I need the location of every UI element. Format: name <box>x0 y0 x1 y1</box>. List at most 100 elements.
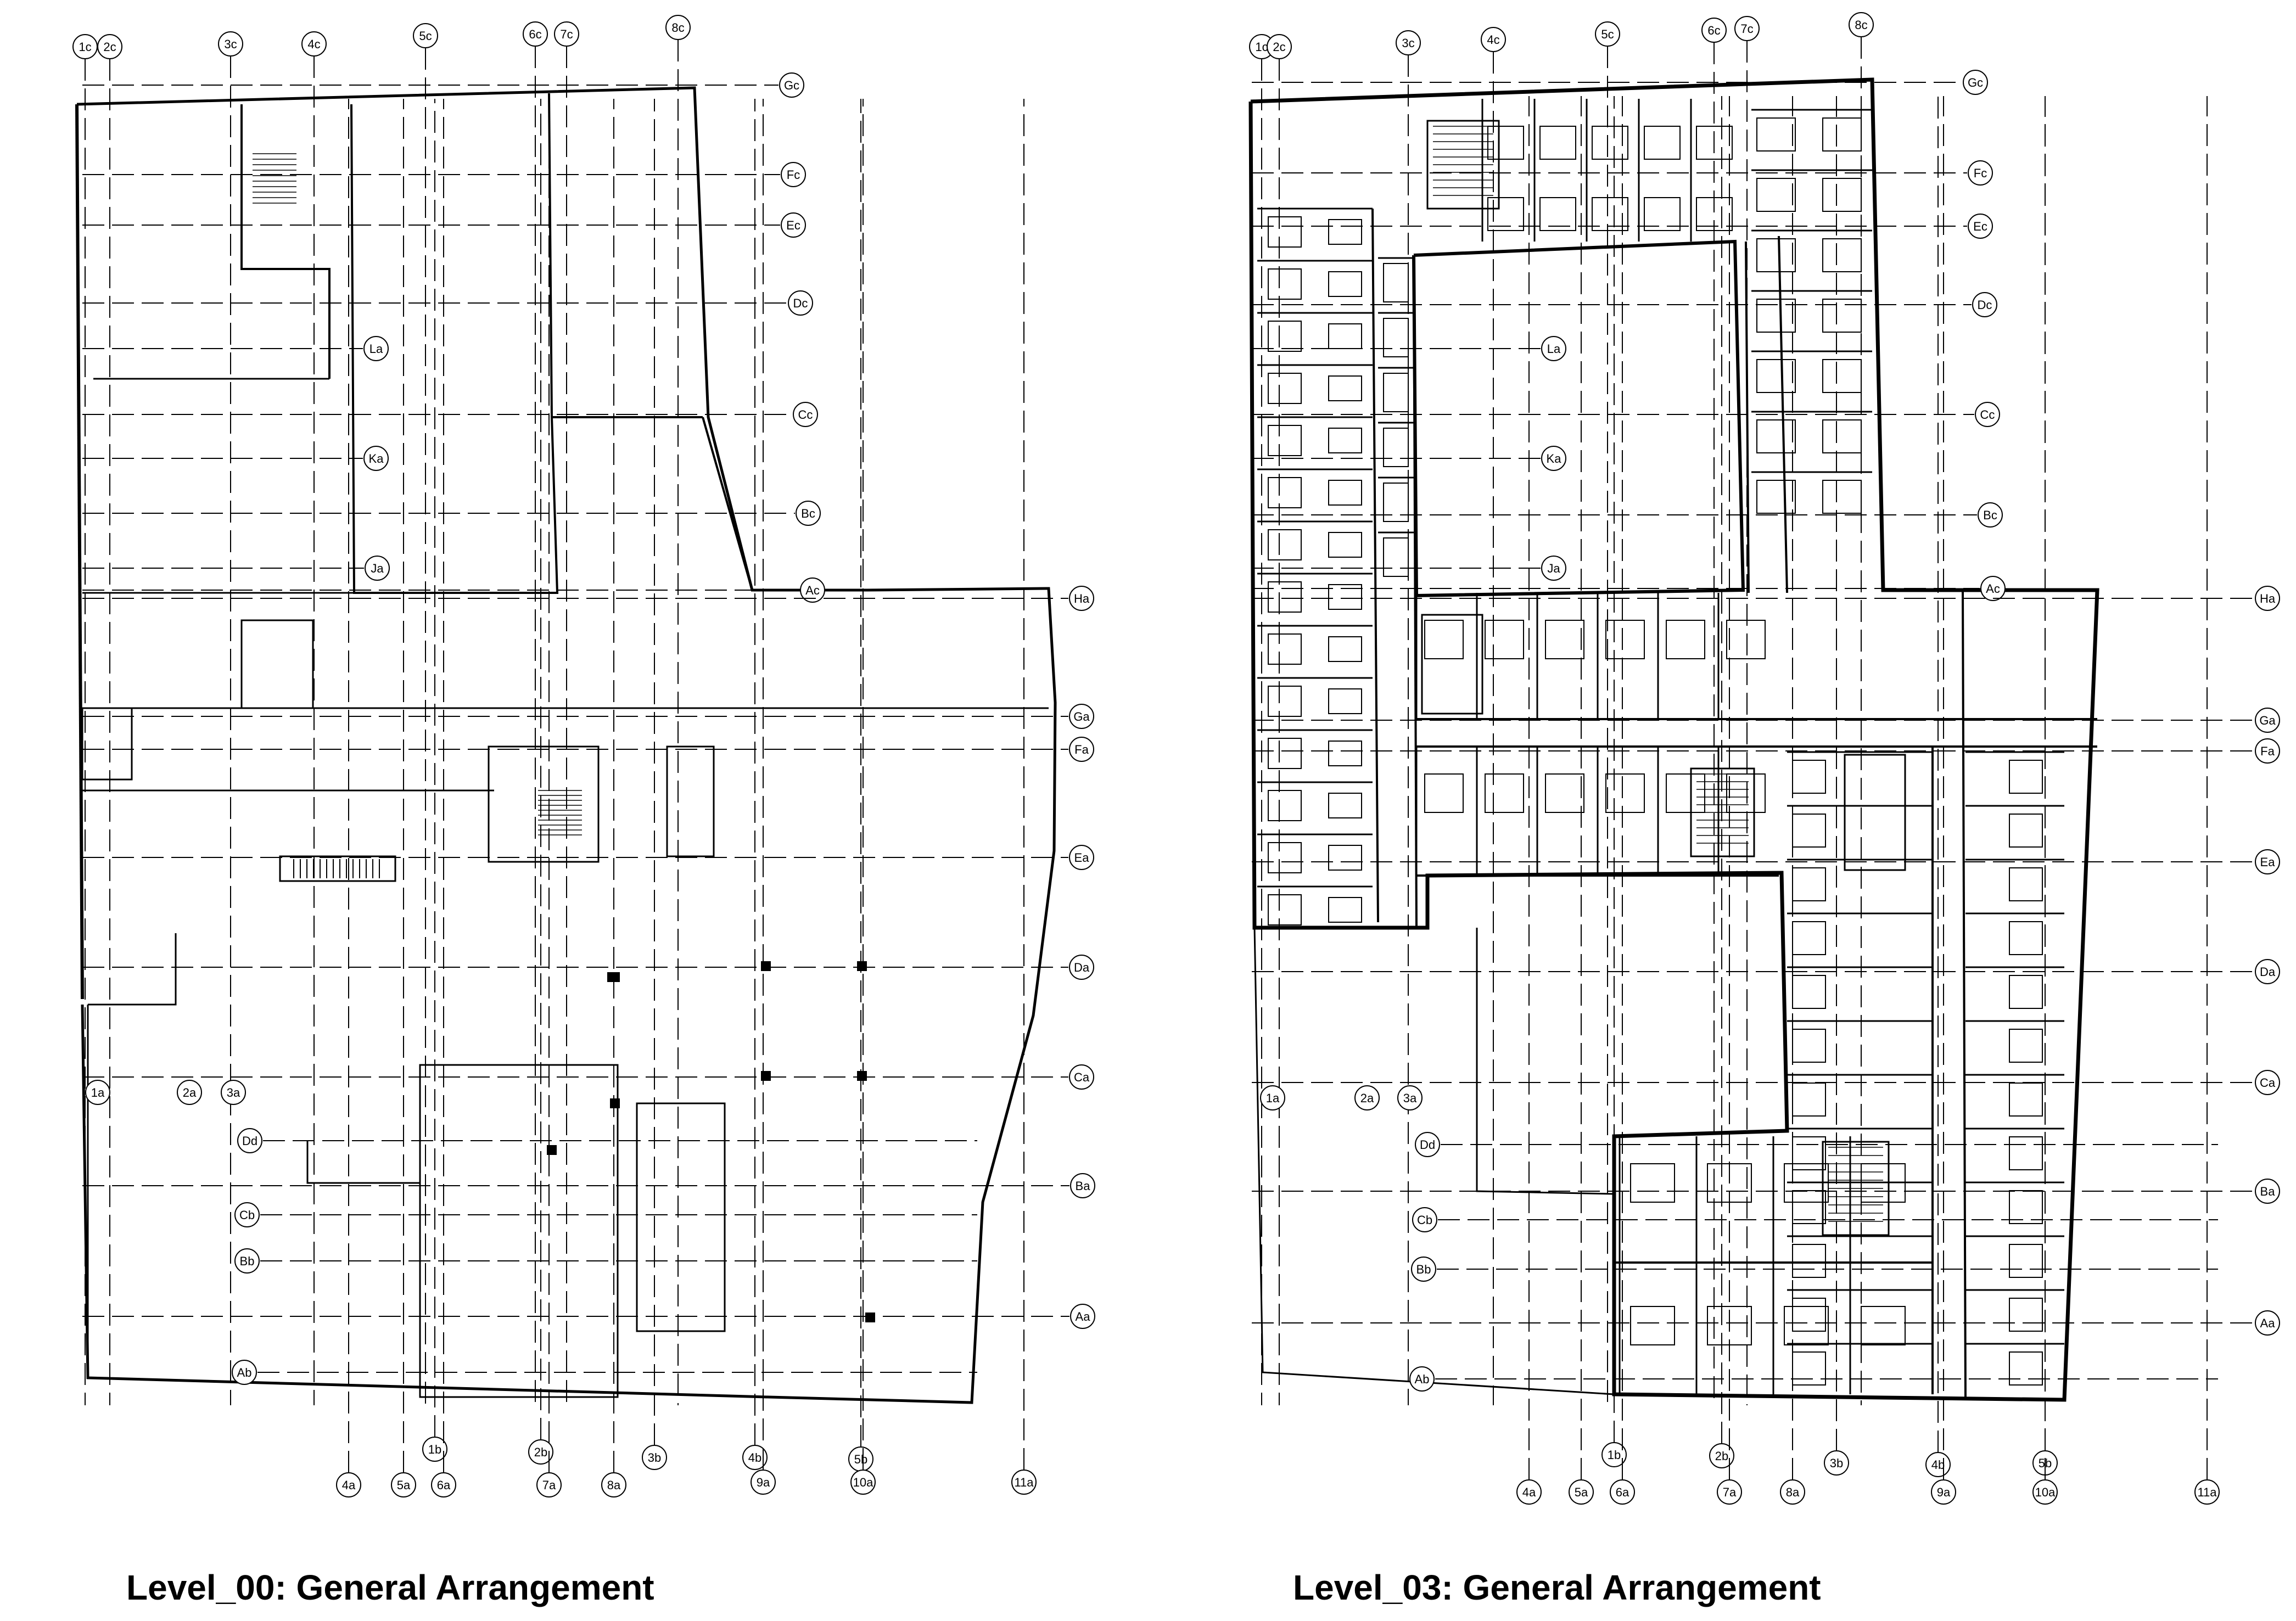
grid-label: Fa <box>2260 744 2275 758</box>
level-03-title: Level_03: General Arrangement <box>1293 1568 1821 1607</box>
grid-bubble-1b <box>1601 1442 1627 1467</box>
grid-label: Dd <box>1420 1138 1435 1152</box>
grid-bubble-gc <box>1963 70 1988 95</box>
grid-bubble-ga <box>2255 708 2280 733</box>
grid-label: Dc <box>1978 298 1992 312</box>
grid-label: 5c <box>1601 27 1614 41</box>
grid-label: Cc <box>798 408 813 422</box>
grid-bubble-cc <box>793 402 818 427</box>
grid-label: Ka <box>1547 452 1562 465</box>
grid-label: Ja <box>371 562 384 575</box>
grid-bubble-1a <box>1260 1085 1285 1110</box>
grid-label: Ha <box>2260 592 2276 605</box>
grid-label: Cb <box>239 1208 255 1222</box>
grid-bubble-ab <box>1409 1366 1435 1392</box>
grid-bubble-dc <box>1972 292 1997 317</box>
grid-label: 3a <box>227 1086 240 1100</box>
grid-bubble-3a <box>221 1080 246 1105</box>
grid-label: 4a <box>342 1478 356 1492</box>
grid-bubble-ea <box>1069 845 1094 870</box>
grid-bubble-3a <box>1397 1085 1423 1110</box>
grid-label: Ab <box>237 1366 252 1379</box>
grid-bubble-6c <box>1701 18 1727 43</box>
grid-bubble-gc <box>779 72 804 98</box>
grid-bubble-ac <box>1980 576 2006 601</box>
grid-bubble-7c <box>1734 16 1760 41</box>
grid-bubble-6c <box>523 21 548 47</box>
grid-bubble-cc <box>1975 402 2000 427</box>
grid-bubble-bb <box>234 1248 260 1274</box>
grid-bubble-ca <box>2255 1070 2280 1095</box>
level-00-title: Level_00: General Arrangement <box>126 1568 654 1607</box>
grid-bubble-ba <box>1070 1173 1095 1198</box>
grid-label: 3c <box>1402 36 1414 50</box>
grid-label: Bb <box>1416 1263 1431 1276</box>
grid-bubble-da <box>1069 955 1094 980</box>
grid-bubble-2c <box>1267 34 1292 59</box>
grid-bubble-la <box>363 336 389 361</box>
grid-label: 10a <box>2035 1485 2056 1499</box>
grid-label: 8a <box>1786 1485 1800 1499</box>
grid-bubble-bc <box>1978 502 2003 528</box>
grid-bubble-ka <box>363 446 389 471</box>
grid-bubble-4a <box>336 1472 361 1497</box>
grid-label: 3a <box>1403 1091 1417 1105</box>
grid-bubble-dd <box>237 1128 262 1153</box>
grid-bubble-ja <box>1541 556 1566 581</box>
grid-label: 7a <box>1723 1485 1737 1499</box>
grid-label: Ab <box>1415 1372 1430 1386</box>
grid-bubble-4b <box>742 1445 768 1470</box>
grid-bubble-cb <box>1412 1207 1437 1232</box>
grid-bubble-fc <box>781 162 806 187</box>
grid-bubble-ec <box>781 212 806 238</box>
grid-label: Dc <box>793 296 808 310</box>
grid-bubble-aa <box>1070 1304 1095 1329</box>
grid-bubble-8a <box>601 1472 626 1497</box>
grid-bubble-ja <box>365 556 390 581</box>
grid-label: Ba <box>2260 1185 2276 1198</box>
grid-label: Ea <box>2260 855 2276 869</box>
grid-bubble-ea <box>2255 849 2280 874</box>
grid-label: 4a <box>1522 1485 1536 1499</box>
grid-label: 7a <box>542 1478 556 1492</box>
grid-label: 1b <box>428 1443 441 1456</box>
grid-bubble-8a <box>1780 1479 1805 1505</box>
grid-label: Fc <box>787 168 800 182</box>
grid-label: Fc <box>1974 166 1987 180</box>
grid-label: 4c <box>307 37 320 51</box>
grid-bubble-6a <box>1610 1479 1635 1505</box>
grid-bubble-5a <box>1569 1479 1594 1505</box>
grid-label: Ac <box>1986 582 2000 596</box>
grid-bubble-7c <box>554 21 579 47</box>
grid-bubble-fa <box>2255 738 2280 764</box>
grid-label: 4b <box>1931 1458 1945 1472</box>
grid-bubble-3b <box>642 1445 667 1470</box>
grid-label: Ba <box>1076 1179 1091 1193</box>
grid-label: 9a <box>1937 1485 1951 1499</box>
grid-label: La <box>369 342 383 356</box>
grid-label: Da <box>2260 965 2276 979</box>
grid-label: 6a <box>1616 1485 1629 1499</box>
grid-label: Bc <box>1983 508 1997 522</box>
grid-label: 6a <box>437 1478 451 1492</box>
grid-label: Cb <box>1417 1213 1432 1227</box>
grid-label: 1a <box>91 1086 105 1100</box>
grid-bubble-5a <box>391 1472 416 1497</box>
grid-label: Ka <box>369 452 384 465</box>
grid-label: 10a <box>853 1476 873 1489</box>
grid-bubble-4a <box>1516 1479 1542 1505</box>
grid-bubble-bb <box>1411 1257 1436 1282</box>
grid-bubble-ga <box>1069 704 1094 729</box>
grid-bubble-1a <box>85 1080 110 1105</box>
grid-label: 1c <box>1255 40 1268 54</box>
grid-label: Gc <box>784 78 799 92</box>
grid-label: Ja <box>1547 562 1560 575</box>
grid-bubble-dc <box>788 290 813 316</box>
grid-bubble-5c <box>413 23 438 48</box>
grid-bubble-2b <box>528 1439 553 1465</box>
grid-label: 5b <box>854 1452 867 1466</box>
